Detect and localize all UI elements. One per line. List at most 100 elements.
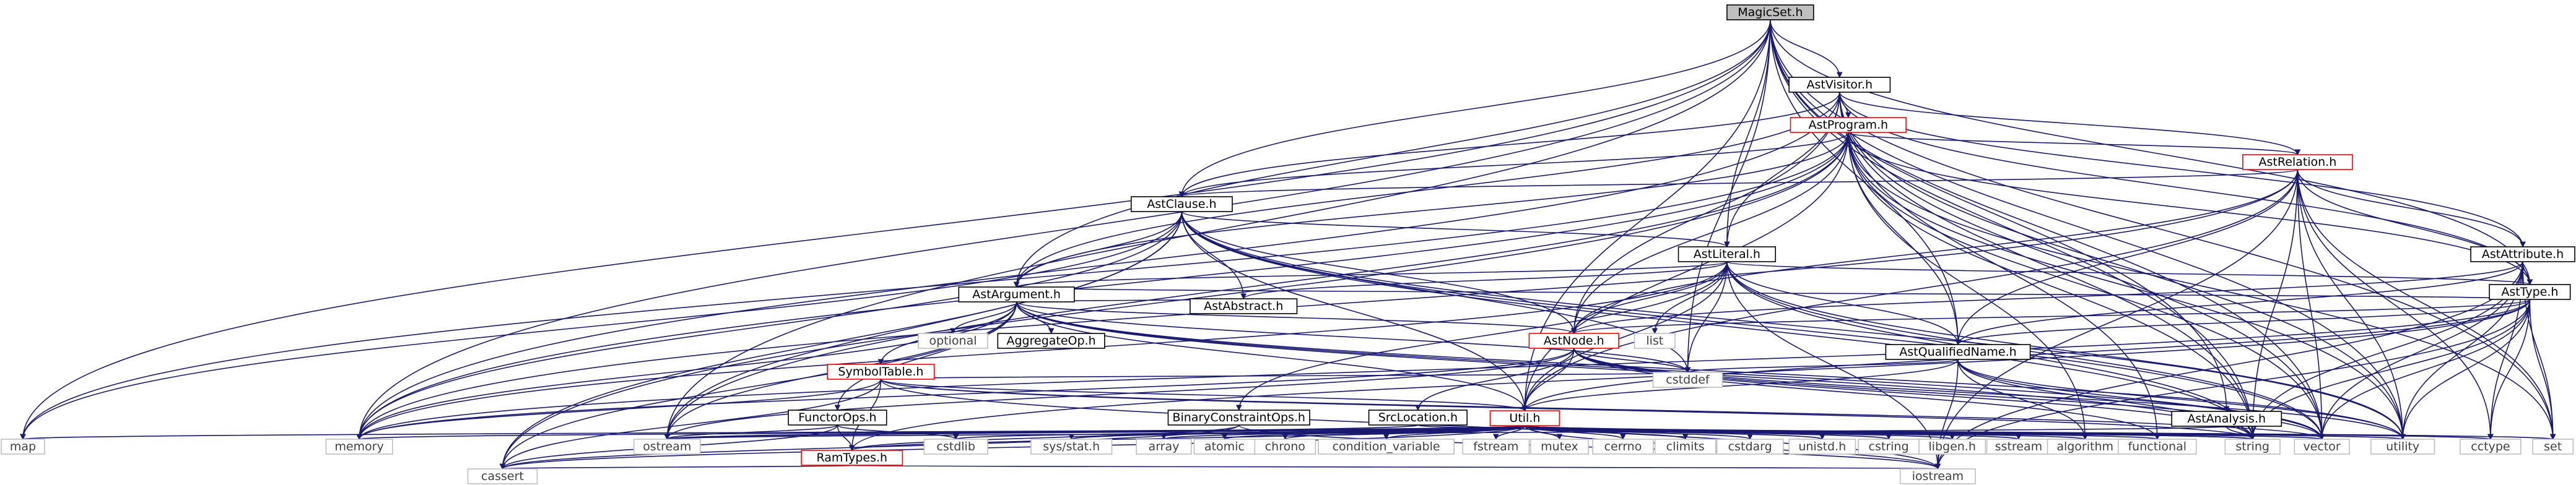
edge-astliteral-astargument xyxy=(1016,261,1728,288)
node-label-unistd: unistd.h xyxy=(1798,440,1846,453)
edge-astprogram-algorithm xyxy=(1847,132,2086,440)
node-ramtypes[interactable]: RamTypes.h xyxy=(801,450,903,466)
node-astclause[interactable]: AstClause.h xyxy=(1130,196,1233,212)
node-astqualifiedname[interactable]: AstQualifiedName.h xyxy=(1885,344,2031,360)
node-utilh[interactable]: Util.h xyxy=(1489,410,1560,426)
node-label-memory: memory xyxy=(334,440,383,453)
node-box-sysstat xyxy=(1030,439,1113,455)
node-symboltable[interactable]: SymbolTable.h xyxy=(827,364,935,380)
node-label-libgen: libgen.h xyxy=(1928,440,1976,453)
node-label-sysstat: sys/stat.h xyxy=(1043,440,1100,453)
node-astanalysis[interactable]: AstAnalysis.h xyxy=(2171,411,2282,427)
node-functorops[interactable]: FunctorOps.h xyxy=(788,410,887,426)
node-label-aggregateop: AggregateOp.h xyxy=(1007,334,1096,348)
node-iostream: iostream xyxy=(1899,468,1976,484)
node-label-astnode: AstNode.h xyxy=(1544,334,1604,348)
node-asttype[interactable]: AstType.h xyxy=(2489,284,2571,300)
node-box-array xyxy=(1136,439,1192,455)
node-box-iostream xyxy=(1899,468,1976,484)
edge-astclause-map xyxy=(22,211,1183,440)
node-chrono: chrono xyxy=(1254,439,1316,455)
edge-astprogram-astnode xyxy=(1573,132,1849,334)
node-box-condvar xyxy=(1318,439,1455,455)
node-utility: utility xyxy=(2370,439,2435,455)
node-box-set xyxy=(2532,439,2574,455)
node-aggregateop[interactable]: AggregateOp.h xyxy=(997,333,1105,349)
edge-asttype-astqualifiedname xyxy=(1957,299,2531,345)
node-box-astargument xyxy=(958,286,1075,303)
arrowhead-ramtypes-cassert xyxy=(499,463,506,470)
node-label-astattribute: AstAttribute.h xyxy=(2482,247,2564,261)
arrowhead-utilh-fstream xyxy=(1492,434,1499,440)
node-box-aggregateop xyxy=(997,333,1105,349)
node-box-symboltable xyxy=(827,364,935,380)
node-label-atomic: atomic xyxy=(1204,440,1245,453)
node-box-cstdlib xyxy=(923,439,988,455)
edge-astliteral-astabstract xyxy=(1243,261,1728,299)
node-box-astclause xyxy=(1130,196,1233,212)
edge-astliteral-utilh xyxy=(1524,261,1728,411)
node-srclocation[interactable]: SrcLocation.h xyxy=(1368,410,1468,426)
arrowhead-astrelation-astattribute xyxy=(2520,241,2526,248)
node-box-utilh xyxy=(1489,410,1560,426)
edge-magicset-astanalysis xyxy=(1770,19,2227,412)
edge-astnode-srclocation xyxy=(1417,348,1575,411)
edge-astqualifiedname-vector xyxy=(1957,359,2323,440)
arrowhead-astclause-astliteral xyxy=(1724,241,1730,248)
edge-astliteral-astqualifiedname xyxy=(1726,261,1959,345)
arrowhead-utilh-set xyxy=(2549,434,2556,440)
node-astnode[interactable]: AstNode.h xyxy=(1528,333,1619,349)
edge-astprogram-astclause xyxy=(1181,132,1849,197)
arrowhead-utilh-memory xyxy=(356,434,362,440)
node-astliteral[interactable]: AstLiteral.h xyxy=(1677,246,1777,262)
node-box-functorops xyxy=(788,410,887,426)
node-box-astvisitor xyxy=(1788,77,1891,93)
edge-astclause-utilh xyxy=(1181,211,1526,411)
edge-astliteral-astnode xyxy=(1573,261,1728,334)
arrowhead-astrelation-astclause xyxy=(1178,191,1185,198)
node-list: list xyxy=(1634,333,1676,349)
node-astargument[interactable]: AstArgument.h xyxy=(958,286,1075,303)
nodes-layer: MagicSet.hAstVisitor.hAstProgram.hAstRel… xyxy=(1,4,2575,484)
node-binaryconstraintops[interactable]: BinaryConstraintOps.h xyxy=(1167,410,1310,426)
edge-astvisitor-astnode xyxy=(1573,92,1840,334)
arrowhead-astanalysis-ostream xyxy=(664,434,671,440)
node-astabstract[interactable]: AstAbstract.h xyxy=(1190,298,1298,314)
node-box-cerrno xyxy=(1592,439,1654,455)
node-label-cstdarg: cstdarg xyxy=(1728,440,1772,453)
node-box-vector xyxy=(2294,439,2350,455)
edge-magicset-astvisitor xyxy=(1770,19,1840,78)
edge-astanalysis-ostream xyxy=(666,426,2227,440)
arrowhead-asttype-astqualifiedname xyxy=(1955,339,1961,346)
node-astprogram[interactable]: AstProgram.h xyxy=(1790,117,1907,133)
node-magicset[interactable]: MagicSet.h xyxy=(1726,4,1814,20)
node-box-functional xyxy=(2118,439,2197,455)
edge-astvisitor-astclause xyxy=(1181,92,1840,197)
arrowhead-utilh-atomic xyxy=(1221,434,1228,440)
node-astvisitor[interactable]: AstVisitor.h xyxy=(1788,77,1891,93)
node-label-condvar: condition_variable xyxy=(1333,440,1440,453)
node-astattribute[interactable]: AstAttribute.h xyxy=(2470,246,2575,262)
node-algorithm: algorithm xyxy=(2047,439,2123,455)
arrowhead-astattribute-asttype xyxy=(2526,279,2533,286)
edge-astclause-utility xyxy=(1181,211,2403,440)
node-box-cassert xyxy=(467,468,538,484)
edge-astprogram-astrelation xyxy=(1847,132,2299,155)
node-memory: memory xyxy=(325,439,393,455)
node-astrelation[interactable]: AstRelation.h xyxy=(2242,154,2353,170)
node-cstdarg: cstdarg xyxy=(1716,439,1784,455)
edge-astvisitor-string xyxy=(1838,92,2253,440)
edge-symboltable-utilh xyxy=(880,379,1526,411)
edge-symboltable-cassert xyxy=(502,379,882,470)
edge-astattribute-iostream xyxy=(1937,261,2523,470)
node-label-cassert: cassert xyxy=(481,470,524,483)
node-label-cstddef: cstddef xyxy=(1666,373,1710,387)
node-label-iostream: iostream xyxy=(1912,470,1964,483)
arrowhead-astqualifiedname-cstddef xyxy=(1684,367,1691,374)
arrowhead-astliteral-list xyxy=(1651,328,1658,335)
node-box-astprogram xyxy=(1790,117,1907,133)
node-label-algorithm: algorithm xyxy=(2056,440,2113,453)
node-box-sstream xyxy=(1986,439,2052,455)
node-label-cctype: cctype xyxy=(2471,440,2510,453)
